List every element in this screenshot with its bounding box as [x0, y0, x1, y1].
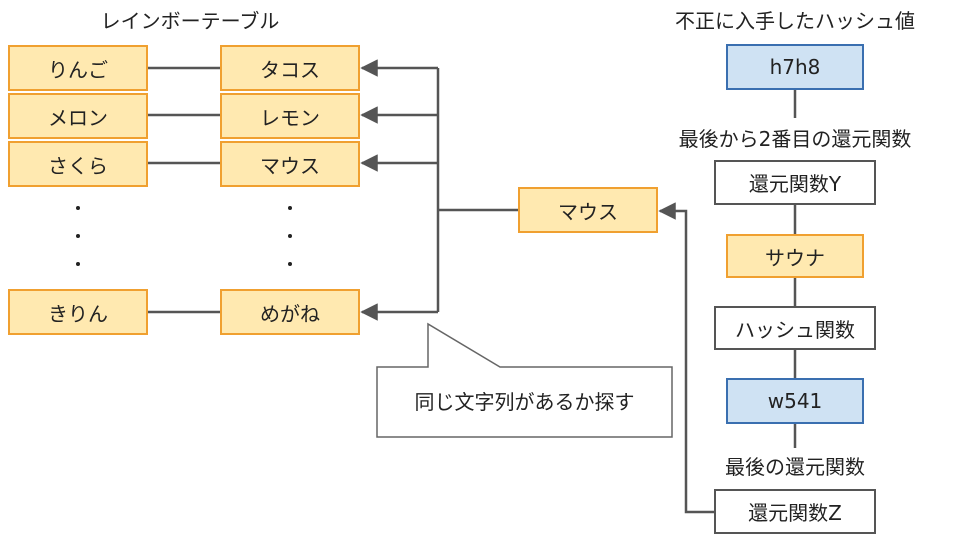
table-start-cell: さくら — [8, 141, 148, 187]
last-reduction-label: 最後の還元関数 — [725, 455, 865, 479]
table-start-cell: きりん — [8, 289, 148, 335]
hash-function-box: ハッシュ関数 — [714, 306, 876, 350]
ellipsis-end-column — [285, 206, 295, 290]
search-candidate-box: マウス — [518, 187, 658, 233]
stolen-hash-label: 不正に入手したハッシュ値 — [675, 9, 915, 33]
callout-text: 同じ文字列があるか探す — [414, 390, 635, 414]
hash-value-box: w541 — [726, 378, 864, 424]
table-start-cell: メロン — [8, 93, 148, 139]
table-end-cell: レモン — [220, 93, 360, 139]
reduction-z-box: 還元関数Z — [714, 489, 876, 534]
feedback-arrow — [658, 202, 715, 514]
plaintext-candidate-box: サウナ — [726, 234, 864, 278]
callout-shape — [376, 322, 673, 438]
ellipsis-start-column — [73, 206, 83, 290]
stolen-hash-box: h7h8 — [726, 44, 864, 90]
table-end-cell: めがね — [220, 289, 360, 335]
reduction-y-box: 還元関数Y — [714, 160, 876, 205]
table-end-cell: マウス — [220, 141, 360, 187]
table-start-cell: りんご — [8, 45, 148, 91]
rainbow-table-title: レインボーテーブル — [100, 9, 280, 33]
table-end-cell: タコス — [220, 45, 360, 91]
second-last-reduction-label: 最後から2番目の還元関数 — [678, 127, 912, 151]
